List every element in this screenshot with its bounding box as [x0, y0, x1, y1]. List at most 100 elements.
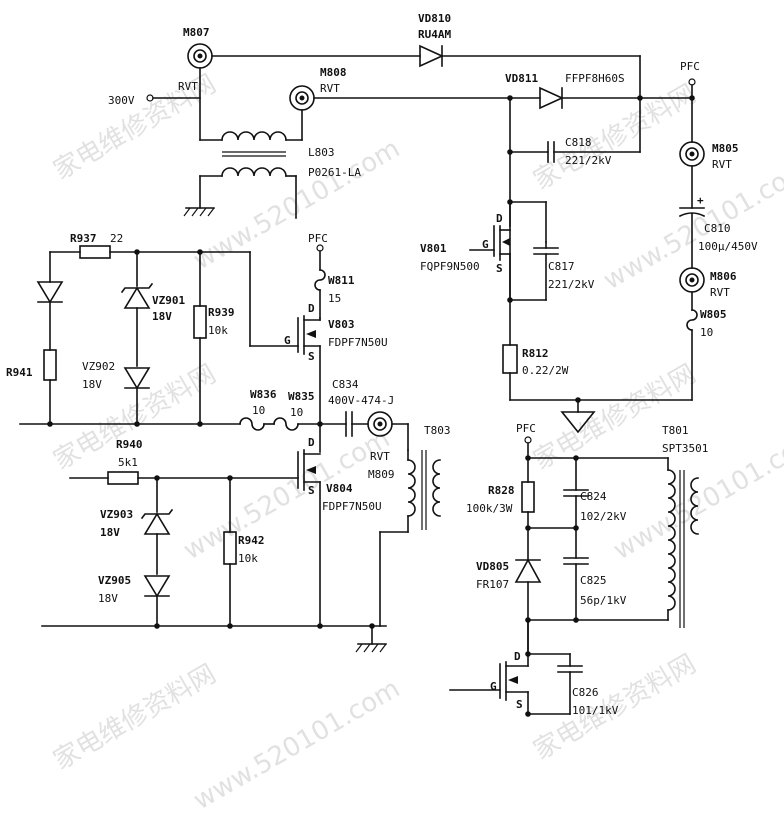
label-c817: C817 — [548, 260, 575, 273]
label-r940: R940 — [116, 438, 143, 451]
label-vd811-part: FFPF8H60S — [565, 72, 625, 85]
label-l803-part: P0261-LA — [308, 166, 361, 179]
label-c810-plus: + — [697, 194, 704, 207]
mosfet-v804 — [297, 449, 321, 627]
connector-m808 — [289, 85, 315, 111]
terminal-pfc-bottom — [524, 436, 532, 444]
label-c810: C810 — [704, 222, 731, 235]
transformer-t801-primary — [667, 469, 676, 611]
mosfet-bottom — [449, 653, 529, 715]
zener-vz903 — [140, 508, 174, 535]
diode-vd810 — [419, 44, 444, 68]
label-pfc-bottom: PFC — [516, 422, 536, 435]
label-c810-val: 100μ/450V — [698, 240, 758, 253]
label-c817-val: 221/2kV — [548, 278, 595, 291]
mosfet-v801 — [469, 201, 547, 301]
terminal-pfc-top — [688, 78, 696, 86]
label-r828-val: 100k/3W — [466, 502, 513, 515]
jumper-w811 — [314, 269, 326, 291]
label-t803: T803 — [424, 424, 451, 437]
label-rvt-m808: RVT — [320, 82, 340, 95]
label-t801: T801 — [662, 424, 689, 437]
connector-m805 — [679, 141, 705, 167]
watermark-brand-2: 家电维修资料网 — [529, 79, 702, 196]
label-rvt-m809: RVT — [370, 450, 390, 463]
ground-symbol-top — [183, 207, 215, 217]
label-w811-val: 15 — [328, 292, 341, 305]
label-s-v803: S — [308, 350, 315, 363]
jumper-w836 — [239, 417, 265, 431]
label-c826: C826 — [572, 686, 599, 699]
label-vz902-val: 18V — [82, 378, 102, 391]
label-vd805: VD805 — [476, 560, 509, 573]
label-w835-val: 10 — [290, 406, 303, 419]
label-rvt-m807: RVT — [178, 80, 198, 93]
label-v801-part: FQPF9N500 — [420, 260, 480, 273]
transformer-t803-primary — [407, 459, 416, 517]
label-g-v801: G — [482, 238, 489, 251]
label-s-bottom: S — [516, 698, 523, 711]
label-r828: R828 — [488, 484, 515, 497]
resistor-r941 — [43, 349, 57, 381]
inductor-l803-secondary — [221, 167, 287, 177]
label-c825: C825 — [580, 574, 607, 587]
label-v804-part: FDPF7N50U — [322, 500, 382, 513]
diode-vd805 — [514, 558, 542, 583]
label-v801: V801 — [420, 242, 447, 255]
transformer-t801-secondary — [690, 477, 699, 535]
label-vz901-val: 18V — [152, 310, 172, 323]
ground-triangle — [560, 399, 596, 434]
label-v803-part: FDPF7N50U — [328, 336, 388, 349]
label-vz901: VZ901 — [152, 294, 185, 307]
label-pfc-top: PFC — [680, 60, 700, 73]
watermark-brand-5: 家电维修资料网 — [49, 659, 222, 776]
label-r942: R942 — [238, 534, 265, 547]
label-300v: 300V — [108, 94, 135, 107]
label-m807: M807 — [183, 26, 210, 39]
resistor-r939 — [193, 305, 207, 339]
label-vz905-val: 18V — [98, 592, 118, 605]
label-r942-val: 10k — [238, 552, 258, 565]
terminal-pfc-mid — [316, 244, 324, 252]
label-c818: C818 — [565, 136, 592, 149]
label-r940-val: 5k1 — [118, 456, 138, 469]
label-r941: R941 — [6, 366, 33, 379]
label-vd811: VD811 — [505, 72, 538, 85]
label-vd810: VD810 — [418, 12, 451, 25]
transformer-t803-secondary — [432, 459, 441, 517]
label-pfc-mid: PFC — [308, 232, 328, 245]
label-t801-part: SPT3501 — [662, 442, 708, 455]
mosfet-v803 — [297, 315, 321, 425]
label-s-v801: S — [496, 262, 503, 275]
label-c834: C834 — [332, 378, 359, 391]
terminal-300v — [146, 94, 154, 102]
label-w805: W805 — [700, 308, 727, 321]
label-v803: V803 — [328, 318, 355, 331]
label-w805-val: 10 — [700, 326, 713, 339]
label-rvt-m805: RVT — [712, 158, 732, 171]
label-w836-val: 10 — [252, 404, 265, 417]
label-g-v803: G — [284, 334, 291, 347]
resistor-r812 — [502, 344, 518, 374]
label-r939-val: 10k — [208, 324, 228, 337]
label-d-v804: D — [308, 436, 315, 449]
label-w811: W811 — [328, 274, 355, 287]
label-c826-val: 101/1kV — [572, 704, 619, 717]
label-r812-val: 0.22/2W — [522, 364, 569, 377]
label-rvt-m806: RVT — [710, 286, 730, 299]
label-l803: L803 — [308, 146, 335, 159]
label-vz905: VZ905 — [98, 574, 131, 587]
label-g-bottom: G — [490, 680, 497, 693]
diode-r941-branch — [36, 281, 64, 304]
jumper-w835 — [273, 417, 299, 431]
zener-vz902 — [123, 367, 151, 390]
label-c824-val: 102/2kV — [580, 510, 627, 523]
label-w836: W836 — [250, 388, 277, 401]
label-r937-val: 22 — [110, 232, 123, 245]
label-vd805-part: FR107 — [476, 578, 509, 591]
watermark-url-5: www.520101.com — [189, 674, 406, 816]
label-d-v803: D — [308, 302, 315, 315]
label-vz903-val: 18V — [100, 526, 120, 539]
resistor-r937 — [79, 245, 111, 259]
